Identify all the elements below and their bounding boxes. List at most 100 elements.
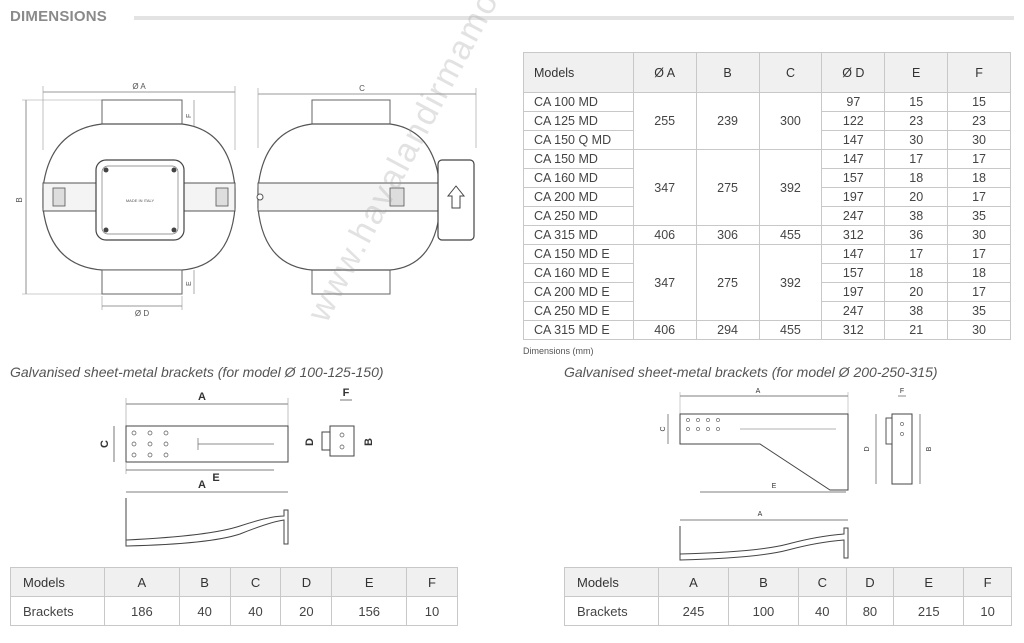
cell-d: 247: [821, 301, 886, 321]
table-header-row: Models A B C D E F: [564, 567, 1012, 597]
cell-model: CA 315 MD: [523, 225, 634, 245]
right-bracket-label-A: A: [756, 388, 761, 395]
cell-model: CA 250 MD E: [523, 301, 634, 321]
cell-d: 197: [821, 282, 886, 302]
cell-e: 17: [884, 149, 949, 169]
left-bracket-label-B: B: [363, 438, 375, 446]
cell-e: 215: [893, 596, 965, 626]
cell-d: 312: [821, 225, 886, 245]
left-bracket-label-A2: A: [198, 479, 206, 491]
cell-e: 23: [884, 111, 949, 131]
col-header-c: C: [229, 567, 282, 597]
col-header-f: F: [947, 52, 1011, 93]
right-bracket-label-A2: A: [758, 511, 763, 518]
cell-model: CA 150 MD: [523, 149, 634, 169]
left-bracket-subtitle: Galvanised sheet-metal brackets (for mod…: [10, 364, 384, 380]
dim-label-E: E: [186, 281, 193, 286]
cell-f: 30: [947, 225, 1011, 245]
cell-a: 406: [632, 225, 697, 245]
cell-c: 300: [758, 92, 823, 150]
cell-e: 156: [331, 596, 408, 626]
col-header-b: B: [727, 567, 799, 597]
cell-d: 157: [821, 263, 886, 283]
table-header-row: Models A B C D E F: [10, 567, 458, 597]
header-rule: [134, 16, 1014, 20]
cell-e: 38: [884, 206, 949, 226]
cell-d: 147: [821, 244, 886, 264]
left-bracket-label-E: E: [212, 472, 219, 484]
dim-label-phiA: Ø A: [132, 82, 146, 91]
cell-model: Brackets: [10, 596, 105, 626]
cell-f: 23: [947, 111, 1011, 131]
cell-model: CA 125 MD: [523, 111, 634, 131]
left-bracket-label-D: D: [304, 438, 316, 446]
right-bracket-drawing: A C E A F D B: [648, 384, 938, 562]
right-bracket-label-D: D: [864, 446, 871, 451]
cell-e: 36: [884, 225, 949, 245]
nameplate-text: MADE IN ITALY: [126, 198, 155, 203]
right-bracket-label-E: E: [772, 483, 777, 490]
cell-f: 30: [947, 130, 1011, 150]
cell-d: 312: [821, 320, 886, 340]
left-bracket-label-A: A: [198, 391, 206, 403]
col-header-c: C: [758, 52, 823, 93]
cell-c: 40: [797, 596, 847, 626]
cell-e: 20: [884, 187, 949, 207]
col-header-d: D: [280, 567, 333, 597]
cell-a: 245: [658, 596, 729, 626]
col-header-e: E: [331, 567, 408, 597]
cell-e: 18: [884, 168, 949, 188]
page-header: DIMENSIONS: [10, 8, 1014, 28]
cell-model: CA 200 MD: [523, 187, 634, 207]
cell-f: 17: [947, 244, 1011, 264]
col-header-c: C: [797, 567, 847, 597]
cell-model: CA 200 MD E: [523, 282, 634, 302]
cell-c: 40: [229, 596, 282, 626]
cell-f: 17: [947, 187, 1011, 207]
right-bracket-subtitle: Galvanised sheet-metal brackets (for mod…: [564, 364, 938, 380]
cell-d: 197: [821, 187, 886, 207]
page-title: DIMENSIONS: [10, 8, 108, 25]
table-row: CA 150 MD E 347 275 392 147 17 17: [523, 244, 1011, 321]
cell-f: 35: [947, 206, 1011, 226]
cell-d: 157: [821, 168, 886, 188]
col-header-models: Models: [564, 567, 659, 597]
cell-f: 18: [947, 263, 1011, 283]
table-row: Brackets 186 40 40 20 156 10: [10, 596, 458, 626]
cell-model: CA 160 MD: [523, 168, 634, 188]
cell-b: 100: [727, 596, 799, 626]
cell-b: 275: [695, 149, 760, 226]
cell-f: 17: [947, 149, 1011, 169]
cell-f: 10: [406, 596, 458, 626]
right-bracket-label-B: B: [926, 446, 933, 451]
fan-side-view: C: [250, 78, 486, 298]
left-bracket-drawing: A C E A F D B: [90, 386, 390, 554]
cell-a: 186: [104, 596, 180, 626]
cell-f: 15: [947, 92, 1011, 112]
cell-d: 97: [821, 92, 886, 112]
right-bracket-table: Models A B C D E F Brackets 245 100 40 8…: [564, 567, 1012, 626]
cell-b: 239: [695, 92, 760, 150]
col-header-a: A: [104, 567, 180, 597]
dimensions-table: Models Ø A B C Ø D E F CA 100 MD 255 239…: [523, 52, 1011, 340]
table-row: CA 315 MD 406 306 455 312 36 30: [523, 225, 1011, 245]
dimensions-caption: Dimensions (mm): [523, 346, 594, 356]
table-row: CA 250 MD 247 38 35: [523, 206, 1011, 226]
cell-a: 347: [632, 149, 697, 226]
cell-model: CA 250 MD: [523, 206, 634, 226]
cell-c: 455: [758, 320, 823, 340]
dim-label-phiD: Ø D: [135, 309, 149, 318]
cell-d: 247: [821, 206, 886, 226]
cell-model: Brackets: [564, 596, 659, 626]
cell-f: 17: [947, 282, 1011, 302]
cell-e: 21: [884, 320, 949, 340]
table-header-row: Models Ø A B C Ø D E F: [523, 52, 1011, 93]
table-row: CA 200 MD 197 20 17: [523, 187, 1011, 207]
cell-e: 18: [884, 263, 949, 283]
col-header-f: F: [406, 567, 458, 597]
col-header-b: B: [695, 52, 760, 93]
right-bracket-label-C: C: [660, 426, 667, 431]
table-row: CA 150 MD 347 275 392 147 17 17: [523, 149, 1011, 226]
cell-model: CA 160 MD E: [523, 263, 634, 283]
dim-label-C: C: [359, 84, 365, 93]
